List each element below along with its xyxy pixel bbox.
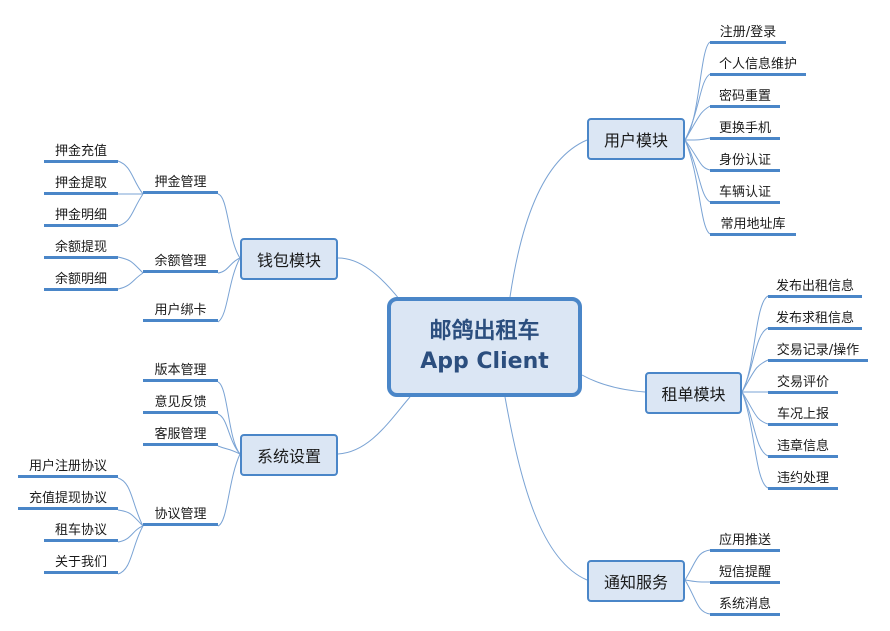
leaf-profile: 个人信息维护 <box>710 56 806 76</box>
group-agreement-management: 协议管理 <box>143 506 218 526</box>
leaf-publish-rent: 发布出租信息 <box>768 278 862 298</box>
group-feedback: 意见反馈 <box>143 394 218 414</box>
leaf-topup-agreement: 充值提现协议 <box>18 490 118 510</box>
leaf-violation-info: 违章信息 <box>768 438 838 458</box>
leaf-register-login: 注册/登录 <box>710 24 786 44</box>
leaf-about-us: 关于我们 <box>44 554 118 574</box>
leaf-rental-agreement: 租车协议 <box>44 522 118 542</box>
leaf-sms-reminder: 短信提醒 <box>710 564 780 584</box>
group-deposit-management: 押金管理 <box>143 174 218 194</box>
leaf-password-reset: 密码重置 <box>710 88 780 108</box>
leaf-app-push: 应用推送 <box>710 532 780 552</box>
branch-rental-module: 租单模块 <box>645 372 742 414</box>
leaf-address-book: 常用地址库 <box>710 216 796 236</box>
branch-user-module: 用户模块 <box>587 118 685 160</box>
leaf-balance-withdraw: 余额提现 <box>44 239 118 259</box>
group-balance-management: 余额管理 <box>143 253 218 273</box>
group-version-management: 版本管理 <box>143 362 218 382</box>
central-subtitle: App Client <box>420 349 549 374</box>
leaf-transactions: 交易记录/操作 <box>768 342 868 362</box>
leaf-vehicle-auth: 车辆认证 <box>710 184 780 204</box>
leaf-deposit-withdraw: 押金提取 <box>44 175 118 195</box>
leaf-system-message: 系统消息 <box>710 596 780 616</box>
leaf-deposit-topup: 押金充值 <box>44 143 118 163</box>
group-bind-card: 用户绑卡 <box>143 302 218 322</box>
leaf-transaction-review: 交易评价 <box>768 374 838 394</box>
branch-wallet-module: 钱包模块 <box>240 238 338 280</box>
leaf-breach-handling: 违约处理 <box>768 470 838 490</box>
central-title: 邮鸽出租车 <box>429 319 540 344</box>
leaf-balance-detail: 余额明细 <box>44 271 118 291</box>
leaf-register-agreement: 用户注册协议 <box>18 458 118 478</box>
leaf-deposit-detail: 押金明细 <box>44 207 118 227</box>
branch-system-settings: 系统设置 <box>240 434 338 476</box>
group-customer-service: 客服管理 <box>143 426 218 446</box>
leaf-publish-request: 发布求租信息 <box>768 310 862 330</box>
central-topic: 邮鸽出租车 App Client <box>387 297 582 397</box>
leaf-change-phone: 更换手机 <box>710 120 780 140</box>
branch-notify-service: 通知服务 <box>587 560 685 602</box>
leaf-identity-auth: 身份认证 <box>710 152 780 172</box>
leaf-vehicle-report: 车况上报 <box>768 406 838 426</box>
